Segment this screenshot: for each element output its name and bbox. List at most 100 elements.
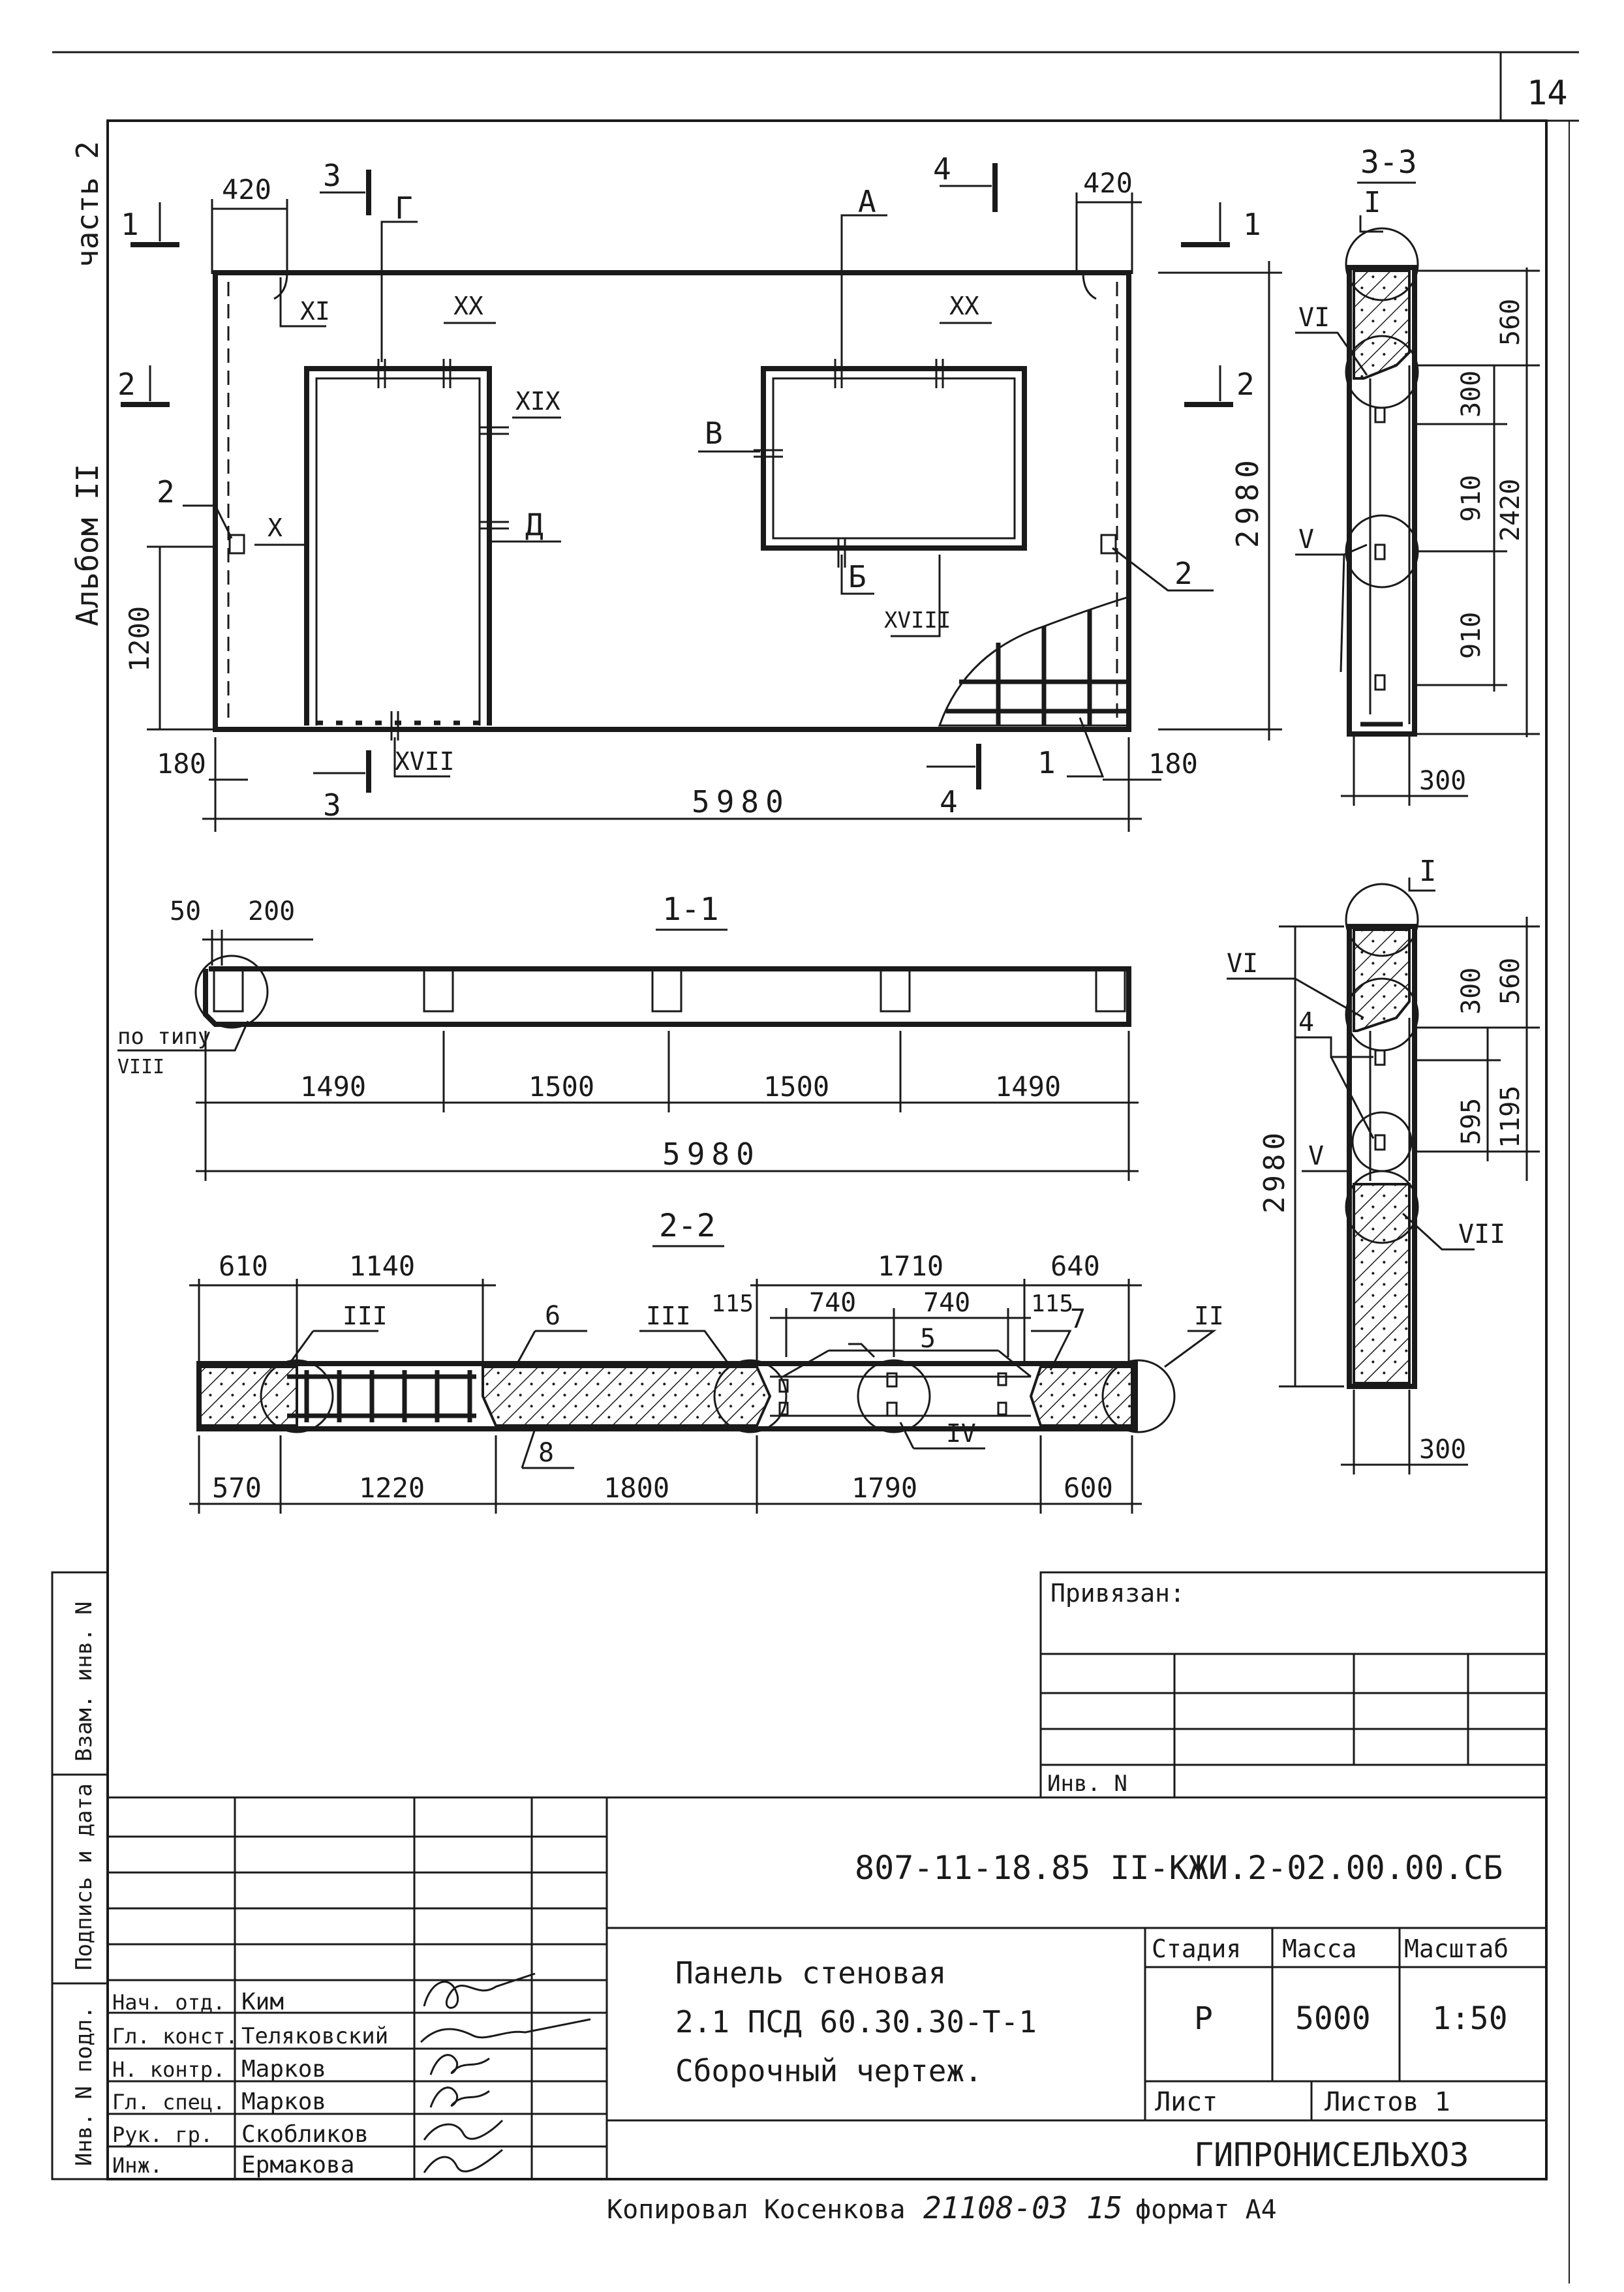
- section-right-dim-2980: 2980: [1258, 1129, 1291, 1214]
- side-stamp-vzam: Взам. инв. N: [71, 1601, 97, 1762]
- stage-header: Стадия: [1152, 1934, 1241, 1963]
- dim-420-right: 420: [1083, 167, 1133, 199]
- album-label: Альбом II: [70, 464, 105, 626]
- product-name-line3: Сборочный чертеж.: [675, 2053, 983, 2088]
- section-right-label-vi: VI: [1227, 949, 1258, 979]
- section-1-1-dim-1490a: 1490: [300, 1071, 366, 1103]
- sheets-label: Листов 1: [1325, 2087, 1450, 2117]
- section-3-3-label-v: V: [1298, 525, 1314, 555]
- footer-format: формат А4: [1135, 2195, 1277, 2225]
- dim-420-left: 420: [222, 174, 271, 206]
- signatory-role: Гл. спец.: [112, 2090, 225, 2115]
- section-1-1-note-line2: VIII: [117, 1056, 164, 1078]
- section-2-2-label-8: 8: [538, 1438, 554, 1468]
- section-right-dim-560: 560: [1495, 958, 1525, 1005]
- section-1-1-dim-1490b: 1490: [995, 1071, 1061, 1103]
- dim-2980-main: 2980: [1230, 455, 1265, 548]
- section-2-2-dim-740a: 740: [809, 1288, 856, 1318]
- section-3-3-dim-2420: 2420: [1495, 479, 1525, 542]
- signatory-name: Ким: [241, 1989, 284, 2015]
- signatory-role: Н. контр.: [112, 2057, 225, 2082]
- section-3-3-dim-910a: 910: [1456, 475, 1486, 522]
- dim-5980-main: 5980: [692, 784, 790, 819]
- opening-label-v: В: [705, 416, 723, 451]
- section-mark-1-left: 1: [121, 207, 139, 242]
- dim-1200: 1200: [123, 606, 155, 672]
- section-2-2-dim-1800: 1800: [604, 1472, 669, 1504]
- opening-label-a: А: [858, 184, 876, 219]
- signatures: [420, 1972, 591, 2173]
- section-2-2-label-7: 7: [1070, 1304, 1086, 1334]
- section-right-label-4: 4: [1298, 1007, 1314, 1037]
- section-3-3-drawing: [1295, 215, 1540, 806]
- node-label-xi: XI: [300, 297, 330, 326]
- node-label-x: X: [268, 513, 283, 542]
- opening-leaders: [380, 214, 887, 595]
- section-right-label-vii: VII: [1458, 1219, 1505, 1249]
- section-3-3-dim-300-bottom: 300: [1419, 766, 1466, 796]
- section-2-2-label-iv: IV: [946, 1419, 976, 1448]
- section-2-2-dim-570: 570: [212, 1472, 262, 1504]
- section-2-2-label-6: 6: [545, 1301, 560, 1331]
- product-name-line1: Панель стеновая: [675, 1955, 946, 1991]
- signatory-name: Марков: [241, 2088, 326, 2115]
- section-2-2-dim-115a: 115: [711, 1291, 754, 1317]
- opening-label-g: Г: [395, 191, 413, 226]
- scale-value: 1:50: [1432, 2000, 1508, 2037]
- section-2-2-drawing: [189, 1279, 1217, 1514]
- section-3-3-title: 3-3: [1360, 144, 1417, 181]
- section-2-2-dim-740b: 740: [923, 1288, 970, 1318]
- section-1-1-title: 1-1: [662, 891, 719, 928]
- section-mark-3-top: 3: [323, 158, 341, 193]
- signatory-name: Теляковский: [241, 2023, 388, 2049]
- binding-table-title: Привязан:: [1050, 1579, 1185, 1608]
- node-label-xx-left: XX: [453, 292, 483, 320]
- main-dimension-lines: [147, 192, 1282, 832]
- signatory-name: Ермакова: [241, 2152, 354, 2178]
- doc-code: 807-11-18.85 II-КЖИ.2-02.00.00.СБ: [855, 1849, 1503, 1887]
- section-2-2-dim-115b: 115: [1031, 1291, 1073, 1317]
- opening-label-b: Б: [848, 559, 866, 594]
- callout-1: 1: [1037, 745, 1056, 780]
- dim-180-left: 180: [157, 748, 206, 780]
- section-2-2-dim-1710: 1710: [878, 1250, 943, 1282]
- callout-leaders: [183, 504, 1214, 778]
- mass-value: 5000: [1295, 2000, 1371, 2037]
- section-cut-marks: [121, 163, 1233, 793]
- sheet-label: Лист: [1155, 2087, 1218, 2117]
- product-name-line2: 2.1 ПСД 60.30.30-Т-1: [675, 2004, 1037, 2040]
- section-2-2-label-5: 5: [920, 1324, 936, 1354]
- section-2-2-title: 2-2: [659, 1208, 716, 1244]
- opening-label-d: Д: [525, 507, 544, 542]
- section-2-2-label-iii-left: III: [343, 1302, 388, 1330]
- node-leaders: [254, 277, 992, 778]
- section-1-1-dim-1500a: 1500: [529, 1071, 594, 1103]
- section-1-1-drawing: [117, 930, 1139, 1181]
- dim-180-right: 180: [1148, 748, 1198, 780]
- node-label-xviii: XVIII: [884, 607, 951, 634]
- callout-2-right: 2: [1174, 556, 1193, 591]
- section-right-dim-300: 300: [1456, 968, 1486, 1015]
- signatory-role: Гл. конст.: [112, 2024, 238, 2049]
- section-2-2-dim-1790: 1790: [851, 1472, 917, 1504]
- binding-table: [1039, 1571, 1548, 1799]
- section-2-2-label-ii: II: [1194, 1302, 1224, 1330]
- node-label-xvii: XVII: [395, 747, 455, 776]
- section-3-3-label-i: I: [1364, 186, 1381, 219]
- stage-value: Р: [1194, 2000, 1213, 2037]
- section-right-label-v: V: [1308, 1141, 1324, 1171]
- signatory-role: Рук. гр.: [112, 2122, 213, 2147]
- signatory-role: Нач. отд.: [112, 1990, 225, 2015]
- signatory-role: Инж.: [112, 2153, 162, 2178]
- part-label: часть 2: [70, 141, 105, 267]
- section-right-dim-300-bottom: 300: [1419, 1435, 1466, 1465]
- node-label-xix: XIX: [515, 387, 560, 416]
- scale-header: Масштаб: [1404, 1934, 1509, 1963]
- title-block: [108, 1796, 1546, 2179]
- section-1-1-dim-5980: 5980: [662, 1137, 761, 1172]
- footer-copied-by: Копировал Косенкова: [607, 2195, 906, 2225]
- node-label-xx-right: XX: [949, 292, 979, 320]
- section-1-1-dim-1500b: 1500: [763, 1071, 829, 1103]
- section-3-3-dim-560: 560: [1495, 299, 1525, 346]
